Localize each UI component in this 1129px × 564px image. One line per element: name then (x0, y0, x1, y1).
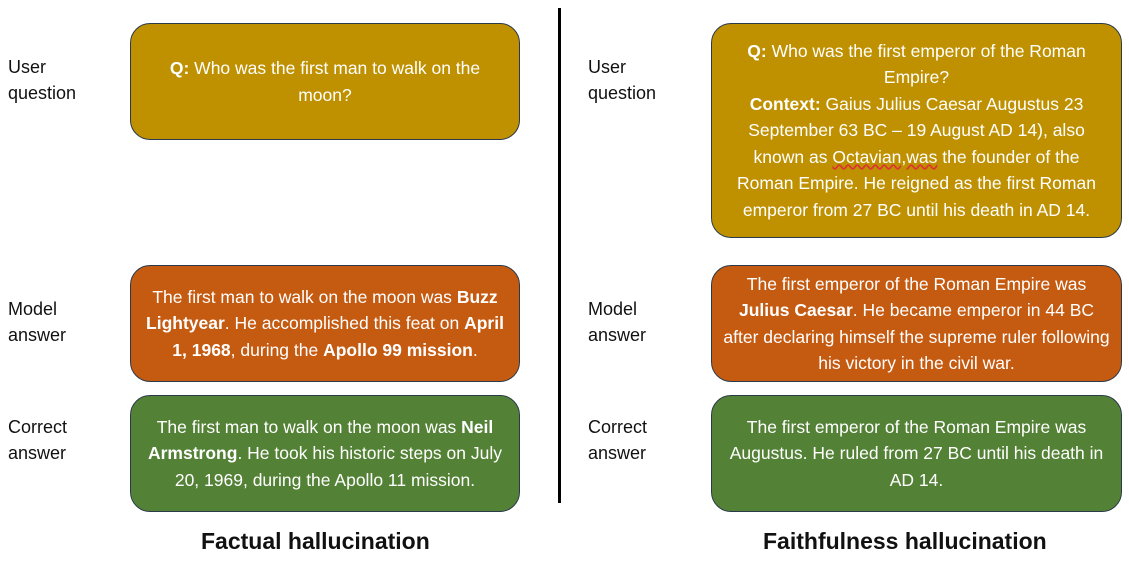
label-line: question (588, 83, 657, 103)
left-correct-answer-label: Correct answer (8, 414, 67, 466)
text: . He accomplished this feat on (224, 313, 465, 334)
text: The first emperor of the Roman Empire wa… (746, 273, 1087, 294)
q-text: Who was the first emperor of the Roman E… (766, 40, 1086, 88)
context-label: Context: (749, 93, 821, 114)
label-line: Correct (588, 417, 648, 437)
label-line: User (588, 57, 627, 77)
text: The first man to walk on the moon was (156, 416, 462, 437)
text: . He became emperor in 44 BC after decla… (723, 300, 1110, 373)
label-line: answer (588, 325, 647, 345)
q-label: Q: (747, 40, 767, 61)
right-model-answer-label: Model answer (588, 296, 646, 348)
label-line: answer (8, 443, 67, 463)
left-user-question-label: User question (8, 54, 76, 106)
right-title: Faithfulness hallucination (763, 528, 1047, 554)
context-text: Gaius Julius Caesar Augustus 23 Septembe… (748, 93, 1085, 167)
label-line: question (8, 83, 77, 103)
right-question-box: Q: Who was the first emperor of the Roma… (711, 23, 1122, 238)
bold-text: Apollo 99 mission (323, 339, 473, 360)
label-line: answer (8, 325, 67, 345)
context-text: the founder of the Roman Empire. He reig… (737, 146, 1096, 220)
q-text: Who was the first man to walk on the moo… (189, 58, 481, 105)
text: The first man to walk on the moon was (152, 286, 457, 307)
bold-text: Julius Caesar (738, 300, 853, 320)
left-correct-answer-box: The first man to walk on the moon was Ne… (130, 395, 520, 512)
bold-text: Neil Armstrong (147, 416, 494, 464)
right-correct-answer-label: Correct answer (588, 414, 647, 466)
q-label: Q: (169, 58, 190, 78)
label-line: Correct (8, 417, 68, 437)
right-correct-answer-box: The first emperor of the Roman Empire wa… (711, 395, 1122, 512)
label-line: User (8, 57, 47, 77)
bold-text: April 1, 1968 (172, 313, 504, 360)
text: . (472, 339, 478, 360)
divider-line (558, 8, 561, 503)
left-title: Factual hallucination (201, 528, 430, 554)
left-question-box: Q: Who was the first man to walk on the … (130, 23, 520, 140)
left-model-answer-label: Model answer (8, 296, 66, 348)
bold-text: Buzz Lightyear (146, 286, 498, 334)
label-line: Model (588, 299, 638, 319)
context-text-underlined: Octavian,was (832, 146, 938, 167)
right-model-answer-box: The first emperor of the Roman Empire wa… (711, 265, 1122, 382)
label-line: Model (8, 299, 58, 319)
left-model-answer-box: The first man to walk on the moon was Bu… (130, 265, 520, 382)
label-line: answer (588, 443, 647, 463)
text: , during the (230, 339, 324, 360)
text: The first emperor of the Roman Empire wa… (729, 416, 1104, 490)
right-user-question-label: User question (588, 54, 656, 106)
text: . He took his historic steps on July 20,… (174, 443, 502, 490)
